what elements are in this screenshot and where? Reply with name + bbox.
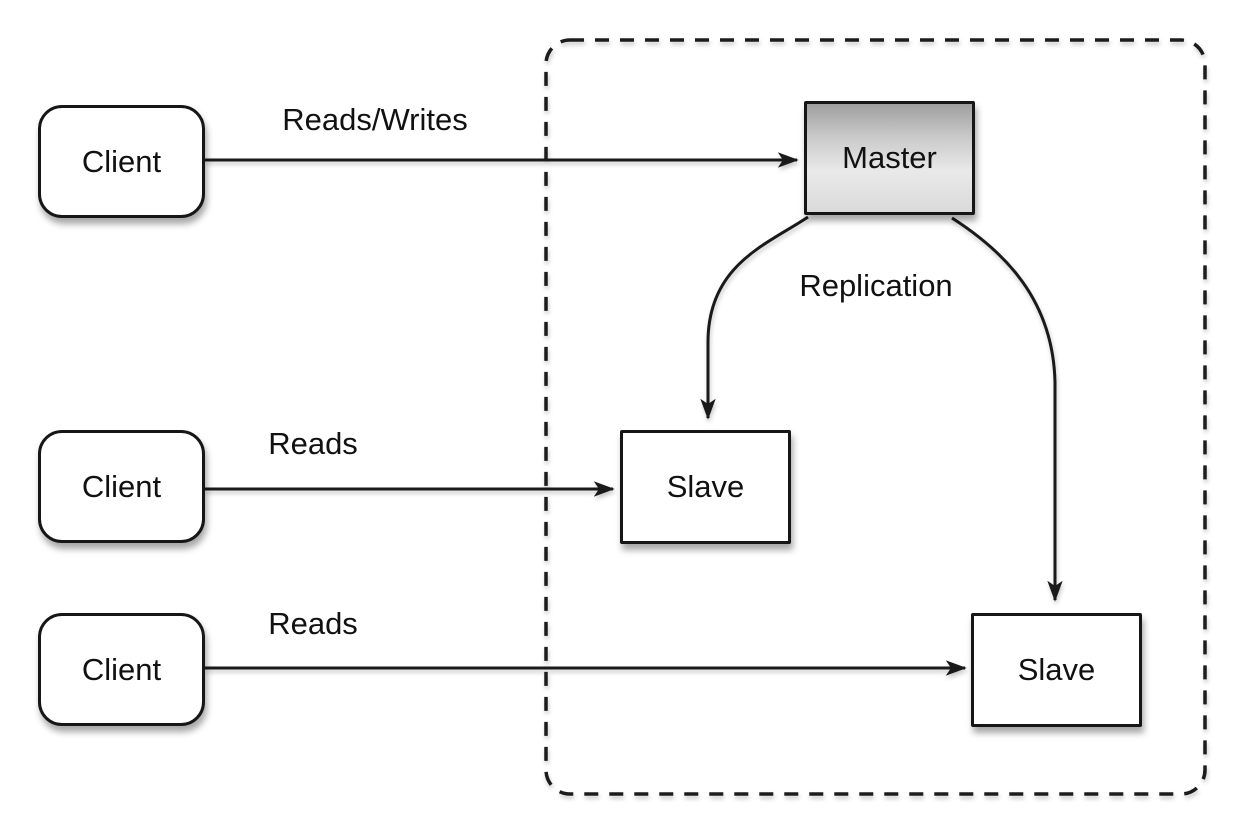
node-client-middle-label: Client [81,468,162,504]
node-slave-2: Slave [971,613,1142,727]
edge-replication-right-arrow [951,216,1063,602]
node-master-label: Master [842,140,937,175]
node-client-bottom-label: Client [81,651,162,687]
node-master: Master [804,101,975,215]
node-client-top: Client [38,105,205,218]
node-slave-2-label: Slave [1017,652,1096,687]
node-slave-1: Slave [620,430,791,544]
edge-replication-left-arrow [700,215,809,420]
edge-label-replication: Replication [799,268,953,303]
edge-label-reads-writes: Reads/Writes [282,102,468,137]
node-client-bottom: Client [38,613,205,726]
node-client-top-label: Client [81,143,162,179]
node-client-middle: Client [38,430,205,543]
node-slave-1-label: Slave [666,469,745,504]
edge-label-reads-bottom: Reads [268,606,358,641]
edge-label-reads-middle: Reads [268,426,358,461]
replication-group-boundary [544,38,1207,796]
